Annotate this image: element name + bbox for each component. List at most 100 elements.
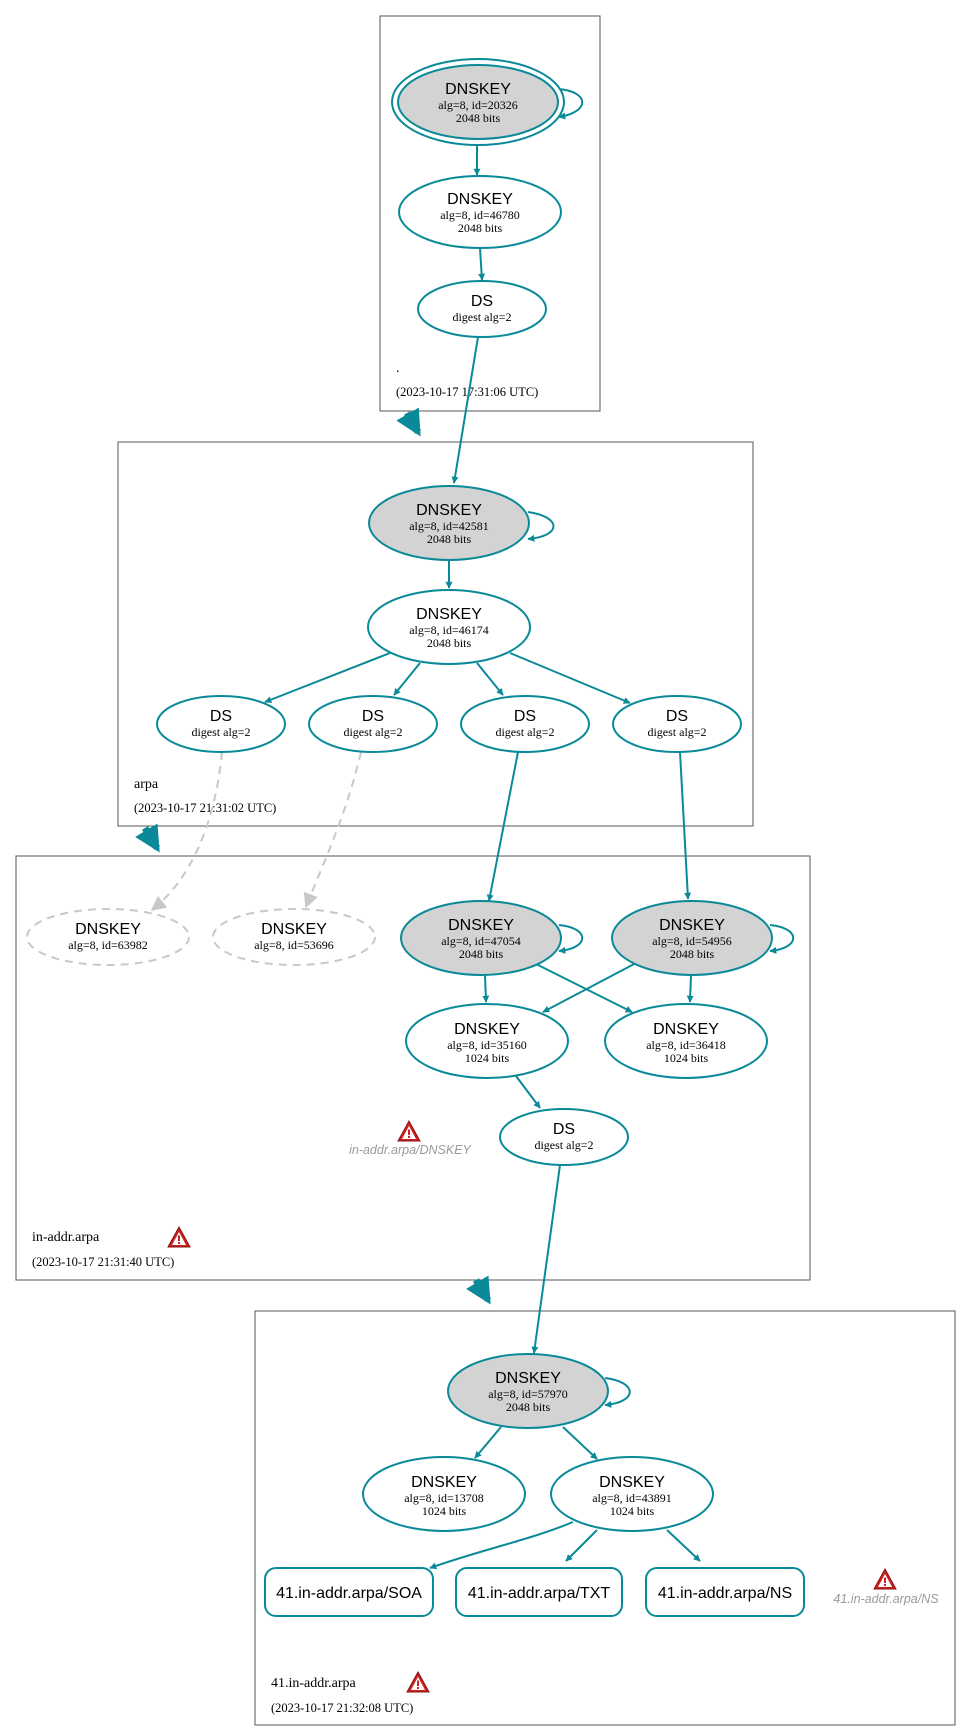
node-arpa-ds-3-detail: digest alg=2 (495, 725, 554, 739)
node-arpa-ds-2-type: DS (362, 708, 384, 725)
rrset-ns[interactable]: 41.in-addr.arpa/NS (645, 1567, 805, 1617)
node-in-addr-ksk-2[interactable]: DNSKEY alg=8, id=54956 2048 bits (611, 900, 773, 976)
warning-in-addr-dnskey-label: in-addr.arpa/DNSKEY (349, 1143, 472, 1157)
node-41-zsk-1-bits: 1024 bits (422, 1504, 467, 1518)
node-41-zsk-1-detail: alg=8, id=13708 (404, 1491, 484, 1505)
zone-root-timestamp: (2023-10-17 17:31:06 UTC) (396, 385, 538, 399)
node-in-addr-zsk-2-bits: 1024 bits (664, 1051, 709, 1065)
node-in-addr-zsk-2[interactable]: DNSKEY alg=8, id=36418 1024 bits (604, 1003, 768, 1079)
edge-root-ksk-self (558, 88, 584, 120)
node-in-addr-zsk-1-detail: alg=8, id=35160 (447, 1038, 527, 1052)
edge-in-addr-ksk2-zsk1 (542, 962, 637, 1013)
node-in-addr-missing-key-1-type: DNSKEY (75, 921, 141, 938)
edge-arpa-ds1-missing-key (150, 751, 223, 911)
node-arpa-ds-3[interactable]: DS digest alg=2 (460, 695, 590, 753)
zone-41-in-addr-name: 41.in-addr.arpa (271, 1676, 357, 1691)
node-arpa-ds-2[interactable]: DS digest alg=2 (308, 695, 438, 753)
delegation-arrow-root-arpa (396, 407, 422, 437)
edge-arpa-zsk-ds3 (476, 662, 504, 696)
edge-41-ksk-zsk1 (474, 1426, 502, 1459)
edge-in-addr-ds-41-ksk (531, 1164, 561, 1354)
warning-in-addr-dnskey[interactable]: in-addr.arpa/DNSKEY (349, 1120, 473, 1157)
node-in-addr-ksk-2-type: DNSKEY (659, 917, 725, 934)
warning-41-ns-label: 41.in-addr.arpa/NS (833, 1592, 939, 1606)
node-41-ksk-type: DNSKEY (495, 1370, 561, 1387)
edge-arpa-ksk-self (527, 511, 555, 542)
node-arpa-ksk-bits: 2048 bits (427, 532, 472, 546)
node-in-addr-zsk-2-detail: alg=8, id=36418 (646, 1038, 726, 1052)
edge-arpa-zsk-ds2 (393, 662, 421, 696)
node-in-addr-ksk-1[interactable]: DNSKEY alg=8, id=47054 2048 bits (400, 900, 562, 976)
delegation-arrow-in-addr-41 (466, 1275, 492, 1305)
zone-arpa-name: arpa (134, 777, 159, 792)
node-in-addr-ds-detail: digest alg=2 (534, 1138, 593, 1152)
node-arpa-ds-4-type: DS (666, 708, 688, 725)
zone-41-in-addr-timestamp: (2023-10-17 21:32:08 UTC) (271, 1701, 413, 1715)
edge-arpa-zsk-ds1 (264, 652, 391, 703)
node-arpa-zsk[interactable]: DNSKEY alg=8, id=46174 2048 bits (367, 589, 531, 665)
node-in-addr-missing-key-1[interactable]: DNSKEY alg=8, id=63982 (26, 908, 190, 966)
node-in-addr-ksk-2-bits: 2048 bits (670, 947, 715, 961)
edge-in-addr-ksk2-self (769, 924, 795, 954)
node-in-addr-ksk-1-type: DNSKEY (448, 917, 514, 934)
node-root-ksk[interactable]: DNSKEY alg=8, id=20326 2048 bits (391, 58, 565, 146)
node-in-addr-zsk-2-type: DNSKEY (653, 1021, 719, 1038)
node-41-ksk[interactable]: DNSKEY alg=8, id=57970 2048 bits (447, 1353, 609, 1429)
delegation-arrow-arpa-in-addr (135, 823, 161, 853)
edge-in-addr-zsk1-ds (515, 1075, 541, 1109)
warning-41-ns[interactable]: 41.in-addr.arpa/NS (833, 1568, 939, 1606)
node-in-addr-zsk-1[interactable]: DNSKEY alg=8, id=35160 1024 bits (405, 1003, 569, 1079)
node-41-zsk-1-type: DNSKEY (411, 1474, 477, 1491)
node-in-addr-ds[interactable]: DS digest alg=2 (499, 1108, 629, 1166)
edge-root-ds-arpa-ksk (451, 336, 479, 484)
node-in-addr-ksk-1-bits: 2048 bits (459, 947, 504, 961)
node-arpa-ds-4[interactable]: DS digest alg=2 (612, 695, 742, 753)
node-in-addr-ksk-1-detail: alg=8, id=47054 (441, 934, 521, 948)
edge-41-zsk2-txt (565, 1529, 598, 1562)
zone-arpa-timestamp: (2023-10-17 21:31:02 UTC) (134, 801, 276, 815)
node-41-ksk-detail: alg=8, id=57970 (488, 1387, 568, 1401)
node-arpa-ds-1[interactable]: DS digest alg=2 (156, 695, 286, 753)
node-root-ds[interactable]: DS digest alg=2 (417, 280, 547, 338)
node-root-ksk-type: DNSKEY (445, 81, 511, 98)
edge-41-ksk-self (604, 1377, 631, 1408)
node-root-zsk-bits: 2048 bits (458, 221, 503, 235)
node-arpa-ksk-type: DNSKEY (416, 502, 482, 519)
node-arpa-ds-2-detail: digest alg=2 (343, 725, 402, 739)
edge-arpa-ds3-in-addr-ksk1 (486, 751, 519, 902)
node-root-ds-detail: digest alg=2 (452, 310, 511, 324)
node-41-zsk-2-type: DNSKEY (599, 1474, 665, 1491)
rrset-ns-label: 41.in-addr.arpa/NS (658, 1585, 792, 1602)
edge-41-zsk2-soa (429, 1521, 574, 1570)
rrset-txt[interactable]: 41.in-addr.arpa/TXT (455, 1567, 623, 1617)
node-in-addr-missing-key-2-detail: alg=8, id=53696 (254, 938, 334, 952)
zone-root-name: . (396, 361, 400, 376)
node-41-ksk-bits: 2048 bits (506, 1400, 551, 1414)
node-root-zsk[interactable]: DNSKEY alg=8, id=46780 2048 bits (398, 175, 562, 249)
node-in-addr-ds-type: DS (553, 1121, 575, 1138)
node-arpa-ds-1-detail: digest alg=2 (191, 725, 250, 739)
edge-root-zsk-ds (478, 247, 486, 281)
node-in-addr-zsk-1-type: DNSKEY (454, 1021, 520, 1038)
edge-arpa-ds4-in-addr-ksk2 (679, 751, 692, 900)
node-in-addr-zsk-1-bits: 1024 bits (465, 1051, 510, 1065)
edge-in-addr-ksk1-self (558, 924, 584, 954)
node-arpa-ksk-detail: alg=8, id=42581 (409, 519, 489, 533)
node-41-zsk-2-bits: 1024 bits (610, 1504, 655, 1518)
node-in-addr-ksk-2-detail: alg=8, id=54956 (652, 934, 732, 948)
node-arpa-zsk-bits: 2048 bits (427, 636, 472, 650)
node-in-addr-missing-key-2[interactable]: DNSKEY alg=8, id=53696 (212, 908, 376, 966)
zone-in-addr-timestamp: (2023-10-17 21:31:40 UTC) (32, 1255, 174, 1269)
node-41-zsk-2[interactable]: DNSKEY alg=8, id=43891 1024 bits (550, 1456, 714, 1532)
edge-41-ksk-zsk2 (562, 1426, 598, 1460)
edge-in-addr-ksk1-zsk2 (533, 962, 633, 1013)
node-41-zsk-1[interactable]: DNSKEY alg=8, id=13708 1024 bits (362, 1456, 526, 1532)
rrset-txt-label: 41.in-addr.arpa/TXT (468, 1585, 611, 1602)
rrset-soa[interactable]: 41.in-addr.arpa/SOA (264, 1567, 434, 1617)
node-arpa-ksk[interactable]: DNSKEY alg=8, id=42581 2048 bits (368, 485, 530, 561)
zone-in-addr-name: in-addr.arpa (32, 1230, 100, 1245)
rrset-soa-label: 41.in-addr.arpa/SOA (276, 1585, 422, 1602)
node-in-addr-missing-key-2-type: DNSKEY (261, 921, 327, 938)
node-in-addr-missing-key-1-detail: alg=8, id=63982 (68, 938, 148, 952)
